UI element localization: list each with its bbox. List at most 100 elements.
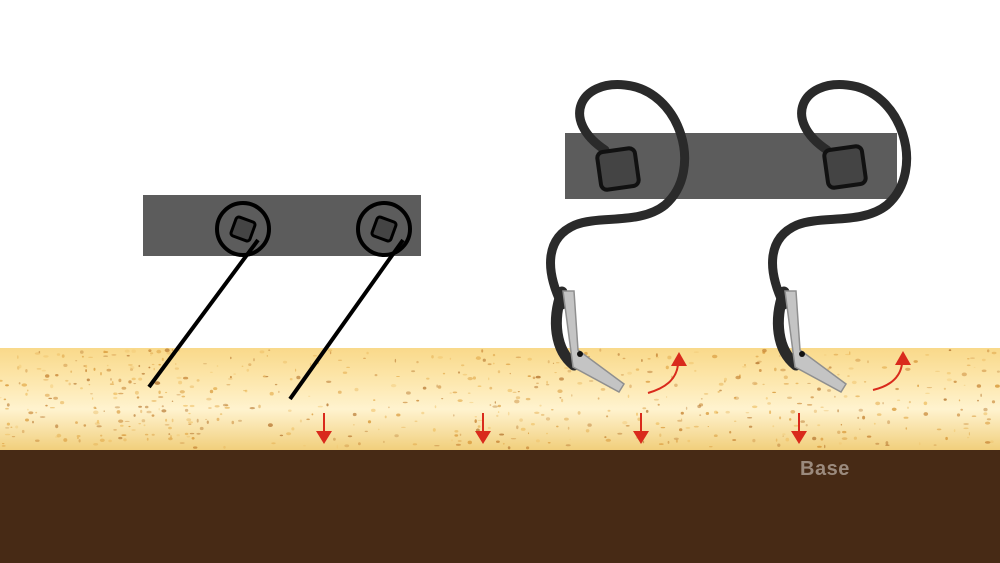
soil-speck [492, 353, 496, 357]
soil-speck [717, 390, 720, 393]
soil-speck [665, 365, 669, 370]
soil-speck [274, 383, 278, 386]
soil-speck [817, 424, 821, 427]
soil-speck [762, 383, 765, 386]
soil-speck [857, 416, 860, 419]
soil-speck [642, 440, 645, 444]
soil-speck [457, 371, 461, 374]
soil-speck [35, 439, 40, 442]
soil-speck [516, 425, 519, 430]
soil-speck [158, 396, 164, 398]
soil-speck [777, 443, 781, 447]
soil-speck [70, 370, 73, 373]
soil-speck [712, 354, 718, 359]
soil-speck [564, 367, 569, 369]
soil-speck [326, 380, 332, 383]
soil-speck [677, 419, 683, 422]
soil-speck [134, 390, 139, 395]
soil-speck [457, 399, 463, 402]
soil-speck [793, 424, 799, 427]
soil-speck [116, 410, 121, 414]
soil-speck [88, 383, 91, 386]
soil-speck [813, 409, 818, 413]
soil-speck [604, 436, 607, 439]
soil-speck [734, 396, 737, 399]
tine-mount-block [822, 144, 868, 190]
soil-speck [96, 419, 100, 424]
soil-speck [767, 402, 771, 405]
soil-speck [862, 415, 866, 420]
soil-speck [775, 438, 778, 442]
soil-speck [80, 387, 83, 390]
soil-speck [32, 420, 34, 424]
soil-speck [176, 434, 180, 437]
soil-speck [752, 381, 758, 386]
soil-speck [817, 445, 822, 448]
soil-speck [303, 444, 306, 447]
soil-speck [396, 376, 400, 377]
soil-speck [27, 408, 29, 411]
soil-speck [161, 405, 164, 408]
soil-speck [462, 373, 468, 376]
tine-shank [772, 286, 802, 371]
soil-speck [1, 445, 6, 447]
soil-speck [823, 410, 829, 412]
soil-speck [705, 412, 710, 415]
soil-speck [800, 420, 805, 423]
soil-speck [18, 364, 22, 369]
compaction-arrows [316, 413, 807, 444]
soil-speck [229, 375, 232, 379]
soil-speck [205, 418, 208, 420]
soil-speck [223, 445, 226, 449]
soil-speck [431, 355, 434, 359]
soil-speck [196, 379, 200, 382]
mount-clamp [215, 201, 271, 257]
soil-speck [150, 354, 152, 356]
soil-speck [367, 420, 372, 424]
soil-speck [295, 368, 297, 372]
soil-speck [515, 396, 521, 400]
soil-speck [673, 437, 679, 440]
soil-speck [85, 369, 87, 373]
soil-speck [146, 437, 149, 441]
soil-speck [138, 405, 143, 408]
soil-speck [748, 425, 753, 428]
soil-speck [783, 375, 788, 380]
soil-speck [983, 407, 988, 412]
soil-speck [68, 382, 71, 386]
soil-speck [75, 360, 78, 362]
soil-speck [587, 423, 592, 427]
soil-speck [571, 394, 573, 397]
soil-speck [342, 371, 348, 374]
soil-speck [416, 399, 420, 402]
soil-speck [539, 404, 542, 407]
soil-speck [3, 398, 7, 401]
soil-speck [752, 405, 758, 409]
soil-speck [106, 364, 109, 367]
soil-speck [659, 433, 662, 437]
soil-speck [39, 416, 46, 418]
soil-speck [436, 384, 439, 388]
soil-speck [655, 353, 658, 358]
soil-speck [311, 413, 314, 416]
soil-speck [99, 438, 105, 442]
soil-speck [853, 436, 858, 440]
soil-speck [168, 426, 172, 430]
soil-speck [179, 442, 185, 444]
soil-speck [17, 355, 19, 359]
soil-speck [0, 379, 3, 382]
soil-speck [943, 398, 947, 401]
soil-speck [346, 366, 350, 368]
soil-speck [150, 352, 154, 355]
soil-speck [597, 397, 600, 400]
soil-speck [666, 396, 668, 398]
soil-speck [607, 409, 611, 412]
soil-speck [474, 419, 477, 423]
soil-speck [806, 404, 813, 406]
soil-speck [76, 437, 79, 439]
soil-speck [565, 444, 571, 447]
soil-speck [191, 437, 195, 440]
soil-speck [467, 440, 472, 445]
soil-speck [100, 434, 103, 437]
soil-speck [535, 439, 540, 443]
